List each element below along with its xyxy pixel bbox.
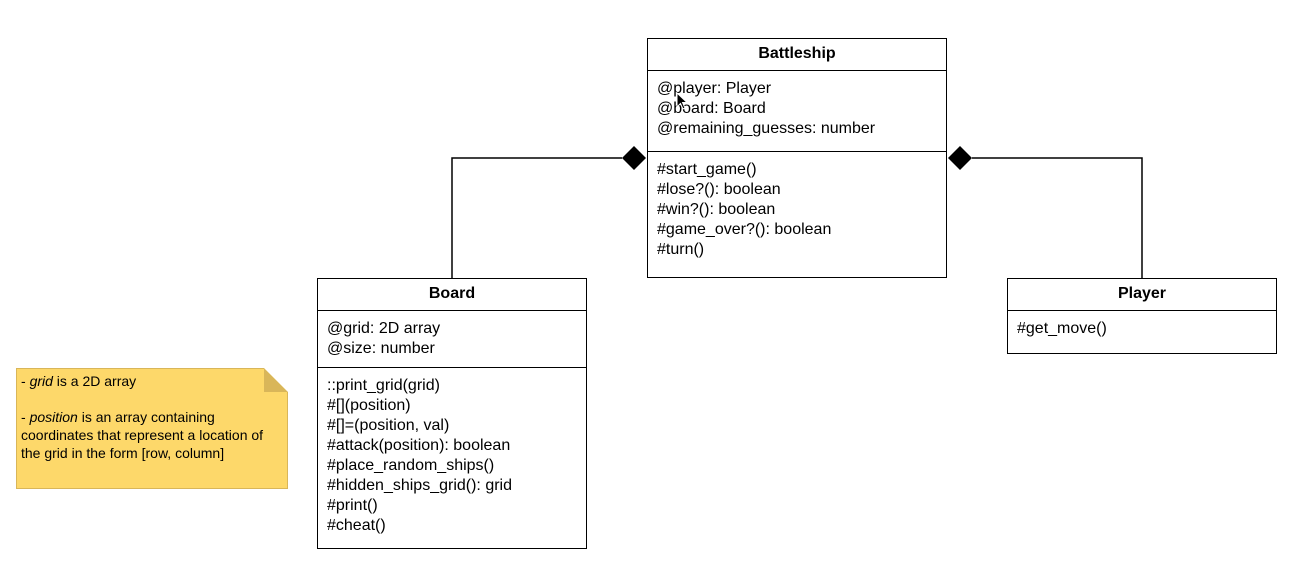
method: #win?(): boolean bbox=[657, 201, 776, 218]
player-connector-line bbox=[972, 157, 1143, 278]
method: #start_game() bbox=[657, 161, 757, 178]
attribute: @remaining_guesses: number bbox=[657, 120, 876, 137]
methods-section: #get_move() bbox=[1008, 311, 1276, 345]
note-prefix: - bbox=[21, 373, 30, 389]
attribute: @size: number bbox=[327, 340, 435, 357]
method: #print() bbox=[327, 497, 378, 514]
battleship-class[interactable]: Battleship @player: Player @board: Board… bbox=[647, 38, 947, 278]
player-class[interactable]: Player #get_move() bbox=[1007, 278, 1277, 354]
attributes-section: @player: Player @board: Board @remaining… bbox=[648, 71, 946, 151]
note-term-grid: grid bbox=[29, 373, 53, 389]
board-class[interactable]: Board @grid: 2D array @size: number ::pr… bbox=[317, 278, 587, 549]
mouse-pointer-icon bbox=[676, 92, 689, 110]
methods-section: #start_game() #lose?(): boolean #win?():… bbox=[648, 151, 946, 266]
note-corner-cut bbox=[264, 368, 288, 392]
note-text: is a 2D array bbox=[52, 373, 137, 389]
player-composition-connector[interactable] bbox=[948, 146, 1143, 278]
note-prefix: - bbox=[21, 409, 30, 425]
note-position-line: - position is an array containing coordi… bbox=[21, 408, 283, 462]
note-grid-line: - grid is a 2D array bbox=[21, 372, 283, 390]
method: #cheat() bbox=[327, 517, 386, 534]
method: ::print_grid(grid) bbox=[327, 377, 440, 394]
attribute: @grid: 2D array bbox=[327, 320, 441, 337]
class-name: Board bbox=[318, 279, 586, 311]
method: #turn() bbox=[657, 241, 705, 258]
method: #hidden_ships_grid(): grid bbox=[327, 477, 512, 494]
attribute: @board: Board bbox=[657, 100, 766, 117]
attributes-section: @grid: 2D array @size: number bbox=[318, 311, 586, 367]
player-composition-diamond bbox=[948, 146, 972, 170]
class-name: Battleship bbox=[648, 39, 946, 71]
method: #[](position) bbox=[327, 397, 411, 414]
method: #place_random_ships() bbox=[327, 457, 495, 474]
method: #game_over?(): boolean bbox=[657, 221, 832, 238]
method: #lose?(): boolean bbox=[657, 181, 781, 198]
class-name: Player bbox=[1008, 279, 1276, 311]
note-term-position: position bbox=[29, 409, 78, 425]
board-composition-diamond bbox=[622, 146, 646, 170]
attribute: @player: Player bbox=[657, 80, 772, 97]
methods-section: ::print_grid(grid) #[](position) #[]=(po… bbox=[318, 367, 586, 542]
board-connector-line bbox=[451, 157, 622, 278]
method: #attack(position): boolean bbox=[327, 437, 511, 454]
note-text: is an array containing coordinates that … bbox=[21, 409, 264, 461]
method: #[]=(position, val) bbox=[327, 417, 450, 434]
method: #get_move() bbox=[1017, 320, 1107, 337]
board-composition-connector[interactable] bbox=[451, 146, 646, 278]
sticky-note[interactable]: - grid is a 2D array - position is an ar… bbox=[16, 368, 288, 489]
